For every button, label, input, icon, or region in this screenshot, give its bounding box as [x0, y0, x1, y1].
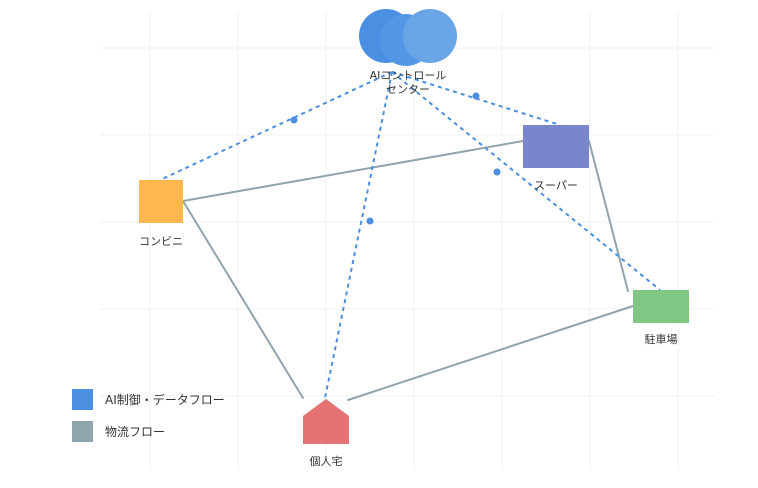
home-label: 個人宅 [310, 454, 343, 468]
ai-control-center-label-line2: センター [386, 83, 430, 96]
cloud-icon [359, 9, 457, 66]
edge-marker [472, 92, 480, 100]
logistics-edges [182, 140, 634, 401]
parking-node[interactable]: 駐車場 [633, 290, 689, 346]
ai-control-center-node[interactable]: AIコントロール センター [359, 9, 457, 96]
house-icon [303, 399, 349, 444]
edge-conveni-home [182, 200, 304, 399]
legend-swatch-logistics [72, 420, 93, 442]
edge-marker [366, 217, 374, 225]
legend: AI制御・データフロー 物流フロー [72, 388, 225, 452]
edge-center-home [324, 71, 393, 399]
legend-item-logistics: 物流フロー [72, 420, 225, 442]
home-node[interactable]: 個人宅 [303, 399, 349, 468]
super-node[interactable]: スーパー [523, 125, 589, 192]
parking-label: 駐車場 [645, 332, 678, 346]
super-label: スーパー [534, 179, 578, 192]
ai-control-center-label: AIコントロール [370, 69, 447, 82]
edge-conveni-super [182, 140, 524, 202]
legend-label-ai: AI制御・データフロー [105, 392, 225, 407]
parking-box [633, 290, 689, 323]
edge-super-parking [588, 140, 629, 292]
conveni-box [139, 180, 183, 223]
ai-edge-markers [290, 92, 501, 225]
edge-center-parking [391, 71, 661, 291]
edge-marker [290, 116, 298, 124]
legend-swatch-ai [72, 388, 93, 410]
edge-parking-home [347, 305, 634, 401]
edge-center-conveni [159, 71, 393, 181]
ai-edges [159, 71, 661, 399]
legend-label-logistics: 物流フロー [105, 424, 166, 439]
conveni-label: コンビニ [139, 235, 183, 248]
edge-marker [493, 168, 501, 176]
legend-item-ai: AI制御・データフロー [72, 388, 225, 410]
conveni-node[interactable]: コンビニ [139, 180, 183, 248]
background-grid [100, 12, 715, 470]
super-box [523, 125, 589, 168]
